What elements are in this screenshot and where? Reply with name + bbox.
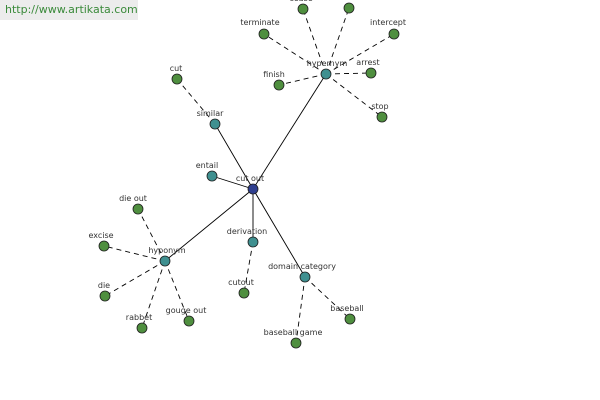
word-node-gougeout[interactable]	[183, 315, 195, 327]
word-node-intercept[interactable]	[388, 28, 400, 40]
source-url-banner[interactable]: http://www.artikata.com	[0, 0, 138, 20]
edge-hypernym-intercept	[325, 33, 395, 75]
graph-labels: cut out hypernym similar entail hyponym deriv…	[88, 0, 406, 337]
edge-hyponym-excise	[103, 245, 166, 262]
word-label-dieout[interactable]: die out	[119, 194, 147, 203]
word-node-baseballgame[interactable]	[290, 337, 302, 349]
relation-label-similar[interactable]: similar	[197, 109, 225, 118]
edge-hypernym-blank	[325, 7, 350, 75]
edge-hypernym-arrest	[325, 72, 372, 75]
edge-center-similar	[214, 123, 254, 190]
word-label-baseballgame[interactable]: baseball game	[264, 328, 323, 337]
relation-label-entail[interactable]: entail	[196, 161, 218, 170]
word-node-dieout[interactable]	[132, 203, 144, 215]
edge-hypernym-cease	[302, 8, 327, 75]
edge-center-domain	[252, 188, 306, 278]
center-node[interactable]	[247, 183, 259, 195]
word-label-gougeout[interactable]: gouge out	[166, 306, 207, 315]
word-label-arrest[interactable]: arrest	[356, 58, 379, 67]
edge-hyponym-die	[104, 260, 166, 297]
word-node-baseball[interactable]	[344, 313, 356, 325]
edge-hyponym-rabbet	[141, 260, 166, 329]
word-node-cease[interactable]	[297, 3, 309, 15]
relation-label-hyponym[interactable]: hyponym	[148, 246, 186, 255]
word-label-cut[interactable]: cut	[170, 64, 183, 73]
word-node-blank[interactable]	[343, 2, 355, 14]
relation-label-domain[interactable]: domain category	[268, 262, 336, 271]
word-node-finish[interactable]	[273, 79, 285, 91]
word-label-stop[interactable]: stop	[371, 102, 388, 111]
edge-domain-baseballgame	[295, 276, 306, 344]
word-label-rabbet[interactable]: rabbet	[126, 313, 152, 322]
relation-node-hyponym[interactable]	[159, 255, 171, 267]
word-node-cutout[interactable]	[238, 287, 250, 299]
word-node-cut[interactable]	[171, 73, 183, 85]
edge-center-entail	[211, 175, 254, 190]
relation-node-similar[interactable]	[209, 118, 221, 130]
edge-domain-baseball	[304, 276, 351, 320]
word-node-terminate[interactable]	[258, 28, 270, 40]
edge-similar-cut	[176, 78, 216, 125]
edge-hypernym-terminate	[263, 33, 327, 75]
relation-node-entail[interactable]	[206, 170, 218, 182]
word-label-terminate[interactable]: terminate	[240, 18, 279, 27]
word-node-die[interactable]	[99, 290, 111, 302]
graph-edges	[103, 7, 395, 344]
relation-label-derivation[interactable]: derivation	[227, 227, 267, 236]
edge-center-hyponym	[164, 188, 254, 262]
word-label-cease[interactable]: cease	[289, 0, 312, 3]
word-label-excise[interactable]: excise	[88, 231, 113, 240]
word-node-excise[interactable]	[98, 240, 110, 252]
edge-hyponym-gougeout	[164, 260, 190, 322]
edge-center-hypernym	[252, 73, 327, 190]
edge-hypernym-finish	[278, 73, 327, 86]
edge-hypernym-stop	[325, 73, 383, 118]
word-label-finish[interactable]: finish	[263, 70, 285, 79]
word-label-intercept[interactable]: intercept	[370, 18, 406, 27]
center-label[interactable]: cut out	[236, 174, 264, 183]
relation-node-hypernym[interactable]	[320, 68, 332, 80]
word-node-arrest[interactable]	[365, 67, 377, 79]
word-label-cutout[interactable]: cutout	[228, 278, 254, 287]
relation-node-derivation[interactable]	[247, 236, 259, 248]
word-node-stop[interactable]	[376, 111, 388, 123]
relation-label-hypernym[interactable]: hypernym	[307, 59, 348, 68]
graph-nodes	[98, 2, 400, 349]
word-label-baseball[interactable]: baseball	[330, 304, 364, 313]
word-label-die[interactable]: die	[98, 281, 110, 290]
relation-node-domain[interactable]	[299, 271, 311, 283]
edge-hyponym-dieout	[137, 208, 166, 262]
word-node-rabbet[interactable]	[136, 322, 148, 334]
